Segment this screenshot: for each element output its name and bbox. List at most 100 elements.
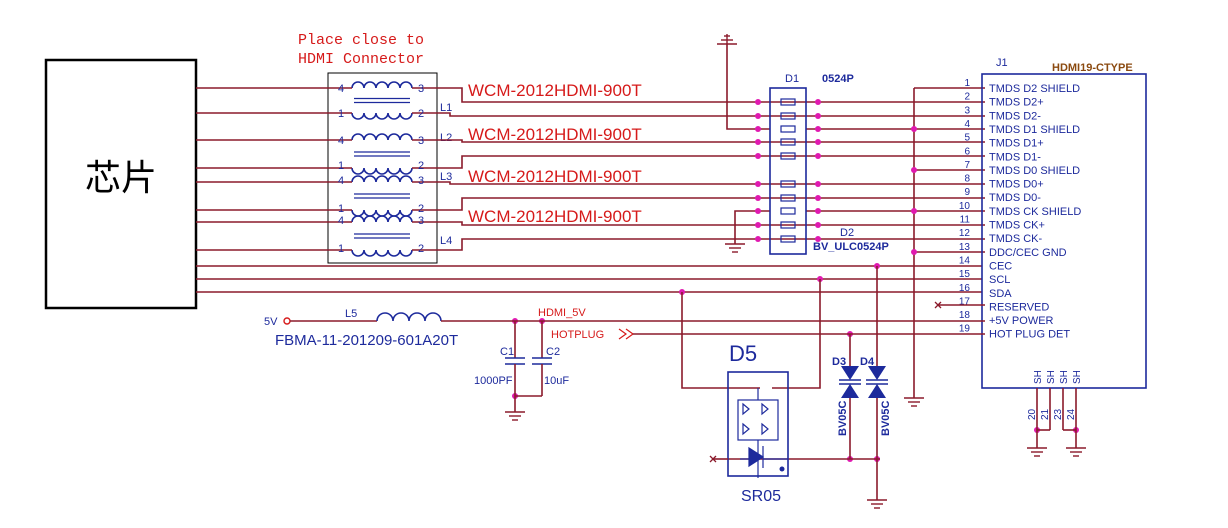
pin-number: 16	[959, 283, 971, 294]
pin-number: 19	[959, 324, 971, 335]
choke-l3	[335, 175, 430, 217]
winding	[351, 215, 413, 223]
shield-pin-number: 24	[1066, 408, 1077, 420]
net-hdmi5v: HDMI_5V	[538, 307, 586, 319]
winding	[351, 175, 413, 183]
tvs-cell	[780, 138, 796, 146]
pin-name: HOT PLUG DET	[989, 329, 1070, 341]
tvs-cell	[780, 207, 796, 215]
source-5v-terminal	[283, 317, 291, 325]
chip-block	[44, 58, 198, 310]
winding	[351, 112, 413, 120]
pin-name: TMDS CK SHIELD	[989, 206, 1081, 218]
ground-symbol	[904, 397, 924, 407]
pin-name: TMDS D2+	[989, 97, 1044, 109]
choke-coils	[335, 81, 430, 257]
pin-name: TMDS D0+	[989, 179, 1044, 191]
j1-pin-8: 8 TMDS D0+	[964, 174, 1043, 191]
tvs-cell	[780, 98, 796, 106]
pin-name: TMDS CK+	[989, 220, 1045, 232]
chip-output-wires	[196, 87, 982, 293]
ground-symbol	[725, 243, 745, 253]
junction-dot	[911, 167, 917, 173]
junction-dot	[815, 222, 821, 228]
j1-pin-10: 10 TMDS CK SHIELD	[959, 201, 1081, 218]
l1-pin-4: 4	[338, 83, 344, 95]
note-line-1: Place close to	[298, 32, 424, 49]
pin-number: 14	[959, 255, 971, 266]
l2-pin-2: 2	[418, 160, 424, 172]
d3-d4-wires	[849, 266, 878, 500]
pin-number: 8	[964, 174, 970, 185]
shield-pin-number: 20	[1027, 408, 1038, 420]
winding	[351, 81, 413, 89]
junction-dot	[755, 139, 761, 145]
l4-pin-3: 3	[418, 215, 424, 227]
l3-label: L3	[440, 171, 452, 183]
j1-pin-4: 4 TMDS D1 SHIELD	[964, 119, 1080, 136]
pin-number: 17	[959, 296, 971, 307]
pin-name: SDA	[989, 288, 1012, 300]
d4-symbol	[866, 366, 888, 398]
l4-part: WCM-2012HDMI-900T	[468, 207, 642, 226]
l1-part: WCM-2012HDMI-900T	[468, 81, 642, 100]
d5-ref: D5	[729, 341, 757, 366]
pin-number: 3	[964, 105, 970, 116]
j1-pin-11: 11 TMDS CK+	[960, 215, 1045, 232]
l5-coil	[376, 312, 442, 322]
d2-part: BV_ULC0524P	[813, 241, 889, 253]
junction-dot	[755, 99, 761, 105]
junction-dot	[755, 236, 761, 242]
j1-shield-pin-24: SH 24	[1066, 370, 1083, 430]
l3-pin-2: 2	[418, 203, 424, 215]
pin-number: 10	[959, 201, 971, 212]
junction-dot	[755, 153, 761, 159]
d4-part: BV05C	[880, 400, 892, 436]
choke-l2	[335, 133, 430, 175]
d4-ref: D4	[860, 356, 875, 368]
pin-name: TMDS CK-	[989, 233, 1043, 245]
pin-number: 11	[960, 215, 971, 226]
hotplug-port-arrow	[618, 328, 635, 340]
pin-name: TMDS D2-	[989, 110, 1041, 122]
pin-number: 5	[964, 133, 970, 144]
l2-pin-3: 3	[418, 135, 424, 147]
pin-number: 7	[964, 160, 970, 171]
l5-ref: L5	[345, 308, 357, 320]
junction-dot	[815, 99, 821, 105]
pin-name: SCL	[989, 274, 1010, 286]
pin-name: +5V POWER	[989, 315, 1054, 327]
shield-label: SH	[1072, 370, 1083, 384]
pin-number: 4	[964, 119, 970, 130]
c1-value: 1000PF	[474, 375, 513, 387]
junction-dot	[755, 208, 761, 214]
junction-dot	[755, 126, 761, 132]
d5-internal	[737, 388, 788, 478]
pin-number: 1	[964, 78, 970, 89]
l4-label: L4	[440, 235, 452, 247]
l1-pin-3: 3	[418, 83, 424, 95]
c2-value: 10uF	[544, 375, 569, 387]
d3-part: BV05C	[837, 400, 849, 436]
signal-routing	[430, 44, 985, 398]
l4-pin-2: 2	[418, 243, 424, 255]
junction-dot	[755, 195, 761, 201]
pin-number: 9	[964, 187, 970, 198]
winding	[351, 167, 413, 175]
junction-dot	[815, 153, 821, 159]
pin-name: TMDS D1 SHIELD	[989, 124, 1080, 136]
d1-part: 0524P	[822, 73, 854, 85]
net-hotplug: HOTPLUG	[551, 329, 604, 341]
tvs-cell	[780, 221, 796, 229]
junction-dot	[755, 222, 761, 228]
tvs-cell	[780, 194, 796, 202]
junction-dot	[815, 208, 821, 214]
pin-name: RESERVED	[989, 301, 1049, 313]
